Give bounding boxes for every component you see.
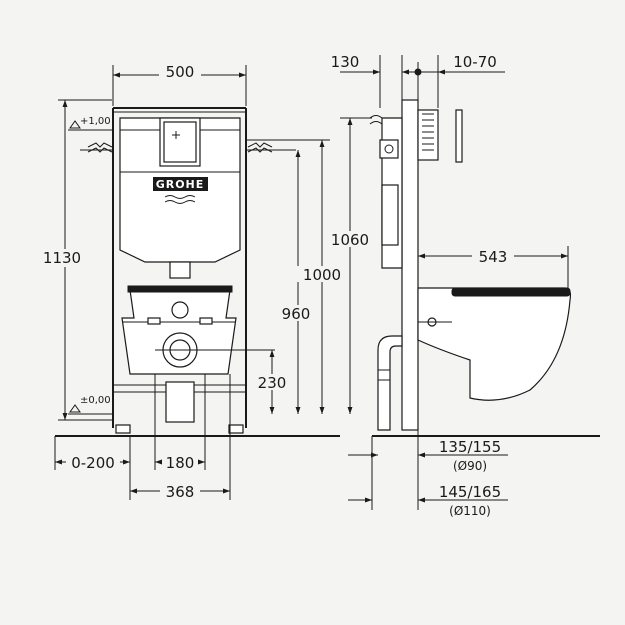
flush-plate bbox=[417, 109, 463, 163]
grohe-logo: GROHE bbox=[153, 177, 208, 204]
dim-width-368: 368 bbox=[166, 483, 195, 501]
frame-side bbox=[369, 99, 419, 431]
dim-height-1060: 1060 bbox=[331, 231, 369, 249]
bowl-mount bbox=[121, 285, 275, 423]
side-view: 130 10-70 543 135/155 (Ø90) 145/165 (Ø11… bbox=[331, 53, 600, 518]
level-bottom: ±0,00 bbox=[80, 395, 111, 406]
cistern bbox=[119, 117, 241, 279]
level-mark-bottom bbox=[68, 404, 112, 415]
dim-offset-0-200: 0-200 bbox=[71, 454, 115, 472]
drain-pipe bbox=[377, 335, 403, 431]
level-mark-top bbox=[68, 120, 112, 131]
toilet-bowl bbox=[417, 287, 572, 401]
dim-bowl-length-543: 543 bbox=[479, 248, 508, 266]
dim-depth-130: 130 bbox=[331, 53, 360, 71]
dim-depth-10-70: 10-70 bbox=[453, 53, 497, 71]
dim-drain-135-155: 135/155 bbox=[439, 438, 501, 456]
dim-height-960: 960 bbox=[282, 305, 311, 323]
dim-drain-diameter-90: (Ø90) bbox=[453, 459, 487, 473]
level-top: +1,00 bbox=[80, 116, 111, 127]
dim-drain-145-165: 145/165 bbox=[439, 483, 501, 501]
dim-height-1130: 1130 bbox=[43, 249, 81, 267]
dim-bolt-spacing-180: 180 bbox=[166, 454, 195, 472]
dim-width-500: 500 bbox=[166, 63, 195, 81]
dim-height-230: 230 bbox=[258, 374, 287, 392]
dim-height-1000: 1000 bbox=[303, 266, 341, 284]
front-view: GROHE bbox=[38, 63, 376, 501]
brand-logo-text: GROHE bbox=[156, 178, 205, 191]
dim-drain-diameter-110: (Ø110) bbox=[449, 504, 491, 518]
water-inlet-symbols bbox=[80, 142, 296, 153]
